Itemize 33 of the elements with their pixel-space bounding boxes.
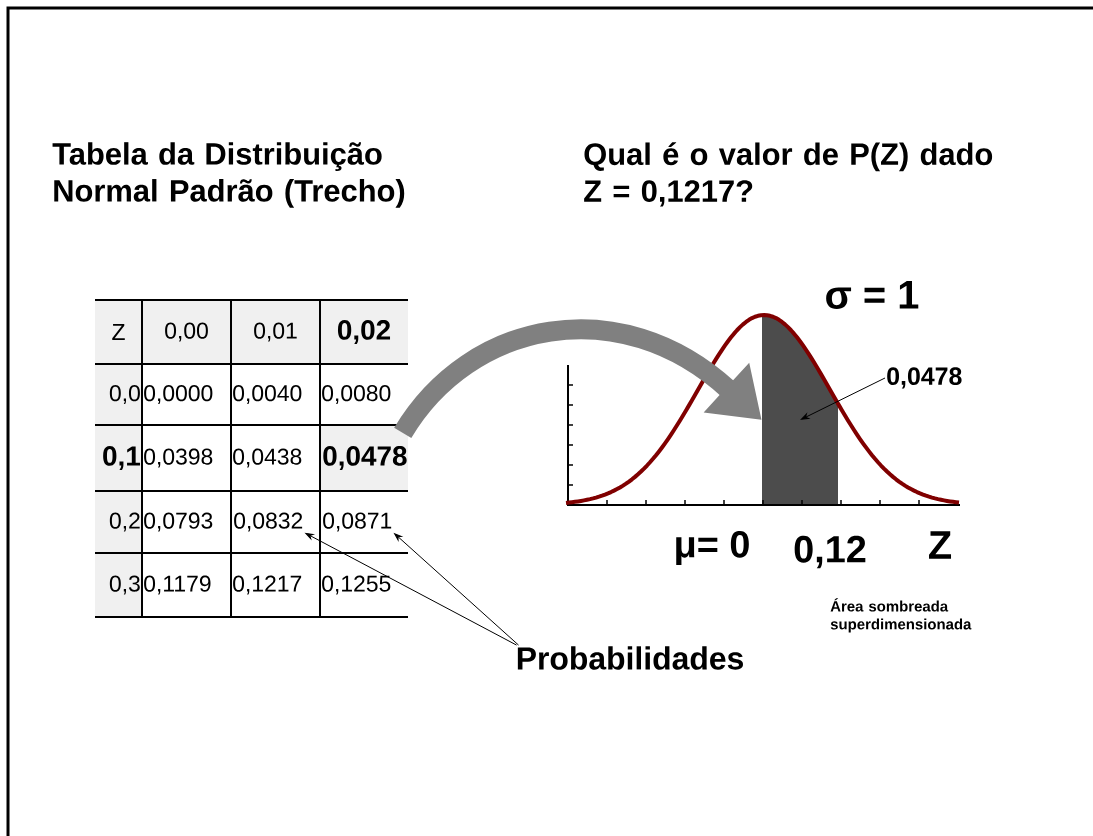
heading: Tabela da Distribuição Normal Padrão (Trecho) (52, 142, 405, 208)
table-cell: 0,0398 (144, 448, 213, 468)
table-cell: 0,2 (109, 512, 140, 532)
table-cell: 0,0080 (322, 385, 391, 404)
chart-label: σ = 1 (826, 281, 919, 309)
table-cell: 0,0438 (233, 448, 302, 468)
table-cell: 0,3 (109, 575, 140, 595)
note: Área sombreada superdimensionada (830, 598, 972, 633)
table-cell: 0,02 (337, 320, 391, 344)
leader-line (305, 532, 518, 646)
callout-text: Probabilidades (517, 646, 743, 670)
table-cell: 0,0 (109, 385, 140, 404)
table-cell: 0,1 (103, 446, 141, 470)
leader-line (394, 533, 520, 646)
table-cell: 0,0793 (144, 512, 213, 532)
table-cell: 0,0478 (323, 446, 407, 470)
table-cell: 0,1179 (144, 575, 211, 595)
chart-label: μ= 0 (676, 530, 749, 566)
table-cell: Z (112, 324, 125, 340)
chart-label: 0,12 (794, 535, 866, 569)
table-cell: 0,0040 (233, 385, 302, 404)
leader-line (800, 377, 886, 420)
table-cell: 0,1217 (233, 575, 302, 595)
table-cell: 0,0871 (323, 512, 392, 532)
heading: Qual é o valor de P(Z) dado Z = 0,1217? (584, 142, 993, 207)
table-cell: 0,0832 (234, 512, 303, 532)
callout-text: 0,0478 (887, 367, 962, 389)
shaded-area (762, 315, 838, 505)
table-cell: 0,01 (254, 322, 297, 342)
table-cell: 0,0000 (144, 385, 213, 404)
chart-label: Z (929, 531, 951, 559)
table-cell: 0,1255 (322, 575, 391, 595)
table-cell: 0,00 (165, 322, 208, 342)
